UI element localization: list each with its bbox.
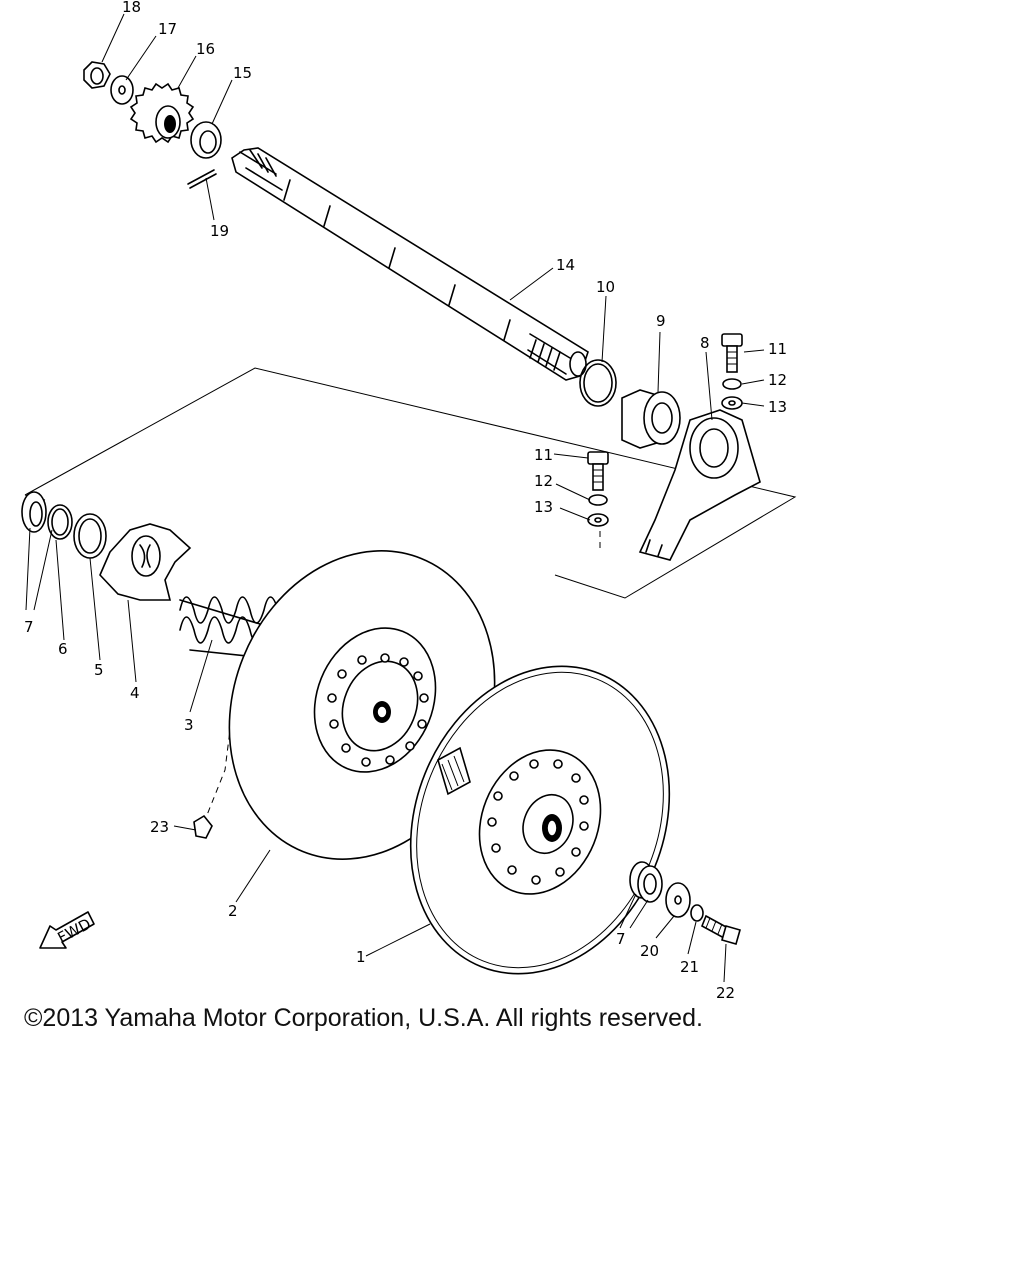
label-part-9: 9 [656, 312, 666, 330]
part-9-bearing [621, 389, 681, 449]
label-part-10: 10 [596, 278, 615, 296]
forward-arrow-icon: FWD [39, 911, 95, 949]
part-7-bushing-left [21, 491, 47, 533]
label-part-13-left: 13 [534, 498, 553, 516]
label-part-19: 19 [210, 222, 229, 240]
label-part-2: 2 [228, 902, 238, 920]
part-1-fixed-sheave [409, 665, 671, 975]
part-7-bushing-right [629, 861, 663, 903]
part-14-shaft [231, 147, 589, 381]
label-part-7-right: 7 [616, 930, 626, 948]
part-17-washer [110, 75, 134, 105]
label-part-8: 8 [700, 334, 710, 352]
part-23-guide [193, 814, 213, 839]
leader-lines [25, 13, 765, 983]
part-15-collar [190, 121, 222, 159]
part-10-circlip [579, 359, 617, 407]
part-18-nut [83, 61, 111, 89]
label-part-23: 23 [150, 818, 169, 836]
label-part-22: 22 [716, 984, 735, 1000]
part-13-washer-left [587, 513, 609, 527]
part-5-washer [73, 513, 107, 559]
label-part-11-right: 11 [768, 340, 787, 358]
label-part-16: 16 [196, 40, 215, 58]
label-part-14: 14 [556, 256, 575, 274]
label-part-4: 4 [130, 684, 140, 702]
copyright-notice: ©2013 Yamaha Motor Corporation, U.S.A. A… [24, 1004, 703, 1032]
part-6-circlip [47, 504, 73, 540]
part-labels: 18 17 16 15 19 14 10 9 8 11 12 13 11 12 … [24, 0, 787, 1000]
label-part-15: 15 [233, 64, 252, 82]
label-part-6: 6 [58, 640, 68, 658]
part-21-lock-washer [690, 904, 704, 922]
part-20-washer [665, 882, 691, 918]
label-part-21: 21 [680, 958, 699, 976]
part-22-bolt [700, 914, 741, 945]
part-13-washer-right [721, 396, 743, 410]
sheave-2-bolt-holes [327, 653, 429, 767]
label-part-12-right: 12 [768, 371, 787, 389]
part-12-lock-washer-left [588, 494, 608, 506]
label-part-1: 1 [356, 948, 366, 966]
label-part-13-right: 13 [768, 398, 787, 416]
part-8-bearing-bracket [638, 409, 761, 561]
sheave-1-bolt-holes [487, 759, 589, 885]
part-11-bolt-left [587, 451, 609, 491]
label-part-20: 20 [640, 942, 659, 960]
label-part-18: 18 [122, 0, 141, 16]
label-part-12-left: 12 [534, 472, 553, 490]
label-part-7-left: 7 [24, 618, 34, 636]
part-12-lock-washer-right [722, 378, 742, 390]
label-part-3: 3 [184, 716, 194, 734]
part-19-key [187, 169, 217, 189]
part-4-cam [99, 523, 192, 601]
label-part-17: 17 [158, 20, 177, 38]
part-11-bolt-right [721, 333, 743, 373]
part-16-sprocket [129, 82, 195, 144]
label-part-5: 5 [94, 661, 104, 679]
exploded-parts-diagram: FWD 18 17 16 15 19 14 [21, 0, 797, 1000]
label-part-11-left: 11 [534, 446, 553, 464]
